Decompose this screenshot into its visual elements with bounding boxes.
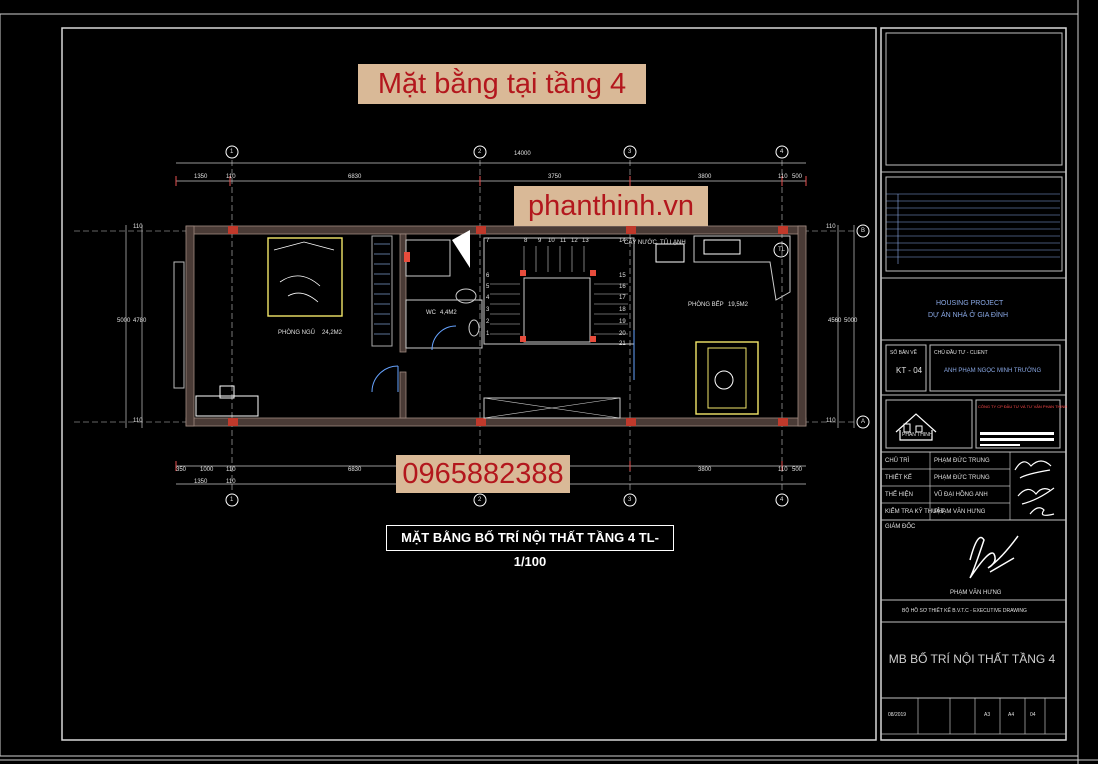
dim-left-1: 110 [133,224,143,230]
dim-top-3: 6830 [348,174,362,180]
stair-num-17: 17 [619,295,626,301]
role-label-2: THIẾT KẾ [885,475,912,481]
dim-right-1: 110 [826,224,836,230]
dim-top-7: 500 [792,174,803,180]
dim-bottom-7: 500 [792,467,803,473]
role-name-4: PHẠM VĂN HƯNG [934,509,986,515]
sheet-date: 08/2019 [888,712,907,718]
dim-bottom-5: 3800 [698,467,712,473]
axis-row-b: B [861,228,866,234]
sheet-page: 04 [1030,712,1036,718]
dim-left-2: 5000 [117,318,131,324]
client-name: ANH PHẠM NGỌC MINH TRƯỜNG [944,368,1042,374]
dim-top-1: 1350 [194,174,208,180]
role-name-3: VŨ ĐẠI HỒNG ANH [934,492,988,498]
altar-label: CÂY NƯỚC, TỦ LẠNH [624,240,686,246]
stair-num-7: 7 [486,238,490,244]
drawing-no-label: SỐ BẢN VẼ [890,350,917,356]
stair-num-9: 9 [538,238,542,244]
stair-num-3: 3 [486,307,490,313]
dim-bottom-total-1: 1350 [194,479,208,485]
stair-num-5: 5 [486,284,490,290]
bedroom-area: 24,2M2 [322,330,343,336]
stair-num-13: 13 [582,238,589,244]
sheet-size: A3 [984,712,991,718]
dim-top-2: 110 [226,174,236,180]
stair-num-10: 10 [548,238,555,244]
drawing-no: KT - 04 [896,366,923,375]
dim-right-4: 110 [826,418,836,424]
axis-col-4-top: 4 [780,149,784,155]
dim-bottom-2: 1000 [200,467,214,473]
stair-num-21: 21 [619,341,626,347]
role-label-4: KIỂM TRA KỸ THUẬT [885,509,945,515]
company-logo-text: PHAN THINH [902,432,933,438]
project-en: HOUSING PROJECT [936,300,1004,307]
stair-num-14: 14 [619,238,626,244]
axis-col-2-bottom: 2 [478,497,482,503]
stage-label: BỘ HỒ SƠ THIẾT KẾ B.V.T.C - EXECUTIVE DR… [902,608,1027,614]
dim-right-2: 4560 [828,318,842,324]
project-vi: DỰ ÁN NHÀ Ở GIA ĐÌNH [928,312,1009,319]
axis-col-1-bottom: 1 [230,497,234,503]
drawing-caption: MẶT BẰNG BỐ TRÍ NỘI THẤT TẦNG 4 TL- 1/10… [386,525,674,569]
stair-num-4: 4 [486,295,490,301]
stair-num-19: 19 [619,319,626,325]
stair-num-18: 18 [619,307,626,313]
stair-num-8: 8 [524,238,528,244]
dim-top-4: 3750 [548,174,562,180]
kitchen-label: PHÒNG BẾP [688,302,724,308]
dim-bottom-6: 110 [778,467,788,473]
dim-left-4: 110 [133,418,143,424]
axis-col-3-top: 3 [628,149,632,155]
role-label-1: CHỦ TRÌ [885,458,910,464]
stair-num-2: 2 [486,319,490,325]
dim-bottom-4: 6830 [348,467,362,473]
stair-num-6: 6 [486,273,490,279]
role-name-2: PHẠM ĐỨC TRUNG [934,475,990,481]
dim-left-3: 4780 [133,318,147,324]
director-name: PHẠM VĂN HƯNG [950,590,1002,596]
company-full: CÔNG TY CP ĐẦU TƯ VÀ TƯ VẤN PHAN THINH [978,404,1068,409]
dim-top-total: 14000 [514,151,531,157]
director-label: GIÁM ĐỐC [885,524,916,530]
axis-row-a: A [861,419,866,425]
role-label-3: THỂ HIỆN [885,492,914,498]
stair-num-1: 1 [486,331,490,337]
stair-num-20: 20 [619,331,626,337]
wc-label: WC [426,310,436,316]
dim-bottom-3: 110 [226,467,236,473]
dim-top-5: 3800 [698,174,712,180]
stair-num-11: 11 [560,238,567,244]
axis-col-3-bottom: 3 [628,497,632,503]
kitchen-area: 19,5M2 [728,302,749,308]
dim-right-3: 5000 [844,318,858,324]
stair-num-16: 16 [619,284,626,290]
axis-col-1-top: 1 [230,149,234,155]
dim-bottom-total-2: 110 [226,479,236,485]
phone-banner: 0965882388 [396,455,570,493]
drawing-title-banner: Mặt bằng tại tầng 4 [358,64,646,104]
dim-top-6: 110 [778,174,788,180]
stair-num-15: 15 [619,273,626,279]
dim-bottom-1: 350 [176,467,187,473]
axis-col-2-top: 2 [478,149,482,155]
website-banner: phanthinh.vn [514,186,708,226]
role-name-1: PHẠM ĐỨC TRUNG [934,458,990,464]
sheet-code: A4 [1008,712,1015,718]
bedroom-label: PHÒNG NGỦ [278,330,316,336]
stair-num-12: 12 [571,238,578,244]
axis-col-4-bottom: 4 [780,497,784,503]
fridge-mark: TL [778,247,786,253]
wc-area: 4,4M2 [440,310,457,316]
client-label: CHỦ ĐẦU TƯ - CLIENT [934,350,988,356]
sheet-title: MB BỐ TRÍ NỘI THẤT TẦNG 4 [888,652,1056,666]
